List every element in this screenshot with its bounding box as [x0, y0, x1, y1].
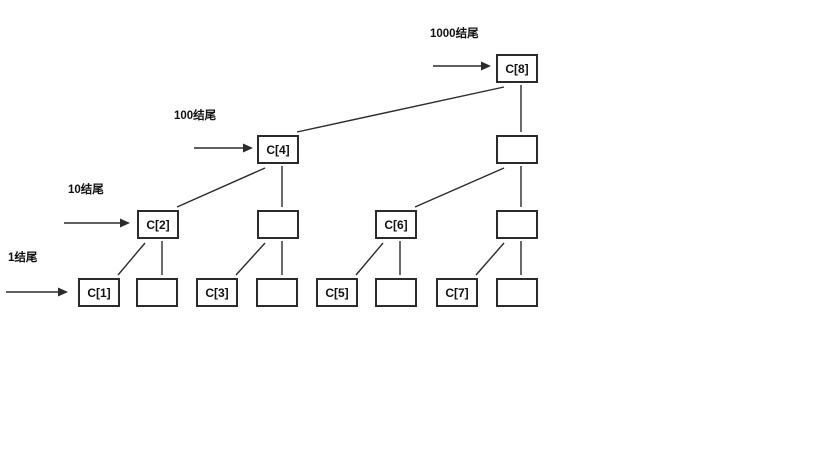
- empty-node-e_l1_c6: [375, 278, 417, 307]
- edge-line-c8-c4: [296, 86, 505, 133]
- empty-node-e_l1_c4: [256, 278, 298, 307]
- node-c4: C[4]: [257, 135, 299, 164]
- node-c5: C[5]: [316, 278, 358, 307]
- edge-line-c2-c1: [117, 242, 146, 276]
- node-c7: C[7]: [436, 278, 478, 307]
- edge-line-e_l2_c8-c7: [475, 242, 505, 276]
- edge-line-c4-c2: [176, 167, 266, 208]
- node-c1: C[1]: [78, 278, 120, 307]
- edge-line-e_l3_c8-c6: [414, 167, 505, 208]
- empty-node-e_l3_c8: [496, 135, 538, 164]
- p100-label: 100结尾: [174, 110, 217, 122]
- p10-label: 10结尾: [68, 184, 104, 196]
- node-c8: C[8]: [496, 54, 538, 83]
- node-label-c6: C[6]: [384, 217, 408, 232]
- empty-node-e_l1_c2: [136, 278, 178, 307]
- node-c6: C[6]: [375, 210, 417, 239]
- node-label-c4: C[4]: [266, 142, 290, 157]
- p100-arrowhead-icon: [243, 143, 253, 153]
- p1-arrowhead-icon: [58, 287, 68, 297]
- node-label-c7: C[7]: [445, 285, 469, 300]
- empty-node-e_l2_c8: [496, 210, 538, 239]
- edge-line-e_l2_c4-c3: [235, 242, 266, 276]
- edge-line-c6-c5: [355, 242, 384, 276]
- node-c2: C[2]: [137, 210, 179, 239]
- p1000-label: 1000结尾: [430, 28, 479, 40]
- node-label-c3: C[3]: [205, 285, 229, 300]
- node-label-c2: C[2]: [146, 217, 170, 232]
- node-label-c8: C[8]: [505, 61, 529, 76]
- p1-label: 1结尾: [8, 252, 38, 264]
- p10-arrowhead-icon: [120, 218, 130, 228]
- node-c3: C[3]: [196, 278, 238, 307]
- node-label-c5: C[5]: [325, 285, 349, 300]
- empty-node-e_l2_c4: [257, 210, 299, 239]
- empty-node-e_l1_c8: [496, 278, 538, 307]
- node-label-c1: C[1]: [87, 285, 111, 300]
- p1000-arrowhead-icon: [481, 61, 491, 71]
